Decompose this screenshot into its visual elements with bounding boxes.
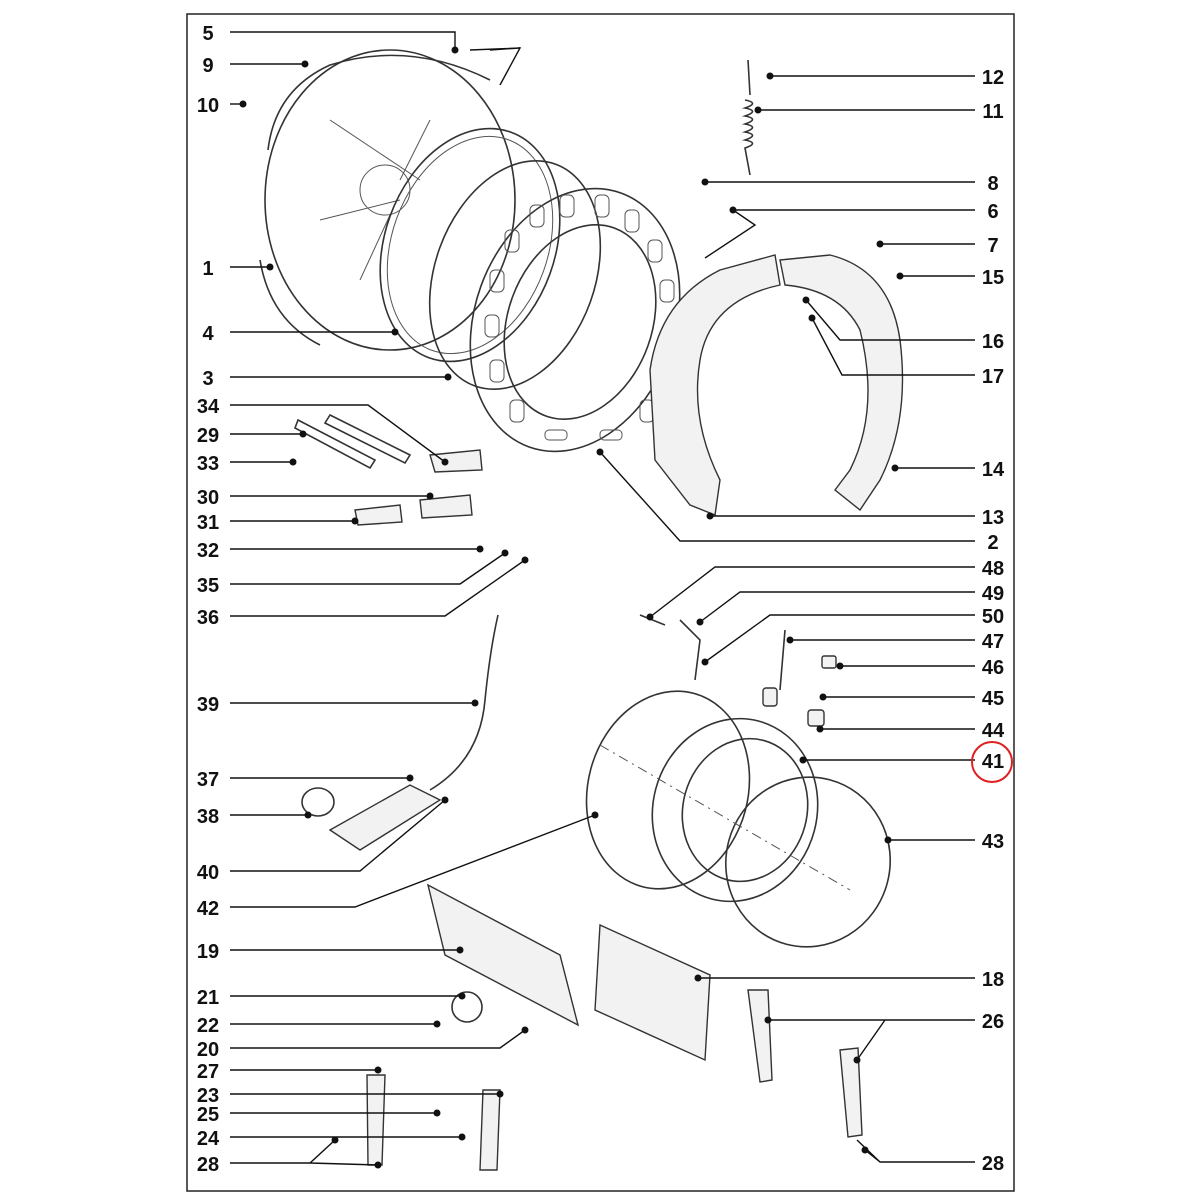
part-label-30: 30 <box>197 487 219 509</box>
part-label-41: 41 <box>982 751 1004 773</box>
part-label-48: 48 <box>982 558 1004 580</box>
part-label-33: 33 <box>197 453 219 475</box>
part-label-14: 14 <box>982 459 1005 481</box>
leader-dots <box>239 46 904 1169</box>
part-label-36: 36 <box>197 607 219 629</box>
part-label-42: 42 <box>197 898 219 920</box>
part-label-23: 23 <box>197 1085 219 1107</box>
part-label-27: 27 <box>197 1061 219 1083</box>
part-label-18: 18 <box>982 969 1004 991</box>
part-label-47: 47 <box>982 631 1004 653</box>
part-label-39: 39 <box>197 694 219 716</box>
part-label-9: 9 <box>202 55 213 77</box>
part-label-2: 2 <box>987 532 998 554</box>
part-label-29: 29 <box>197 425 219 447</box>
part-label-17: 17 <box>982 366 1004 388</box>
part-label-32: 32 <box>197 540 219 562</box>
part-label-7: 7 <box>987 235 998 257</box>
diagram-frame <box>186 13 1015 1192</box>
part-label-46: 46 <box>982 657 1004 679</box>
part-label-6: 6 <box>987 201 998 223</box>
drum-assembly-drawing <box>259 49 904 1171</box>
part-label-49: 49 <box>982 583 1004 605</box>
part-label-50: 50 <box>982 606 1004 628</box>
part-label-20: 20 <box>197 1039 219 1061</box>
part-label-24: 24 <box>197 1128 220 1150</box>
part-label-43: 43 <box>982 831 1004 853</box>
part-label-8: 8 <box>987 173 998 195</box>
part-label-11: 11 <box>982 101 1003 123</box>
part-label-37: 37 <box>197 769 219 791</box>
part-label-40: 40 <box>197 862 219 884</box>
right-part-labels: 12 11 8 6 7 15 16 17 14 13 2 48 49 50 47… <box>982 67 1005 1175</box>
part-label-26: 26 <box>982 1011 1004 1033</box>
part-label-35: 35 <box>197 575 219 597</box>
part-label-1: 1 <box>202 258 213 280</box>
part-label-28-left: 28 <box>197 1154 219 1176</box>
part-label-34: 34 <box>197 396 220 418</box>
part-label-31: 31 <box>197 512 219 534</box>
part-label-5: 5 <box>202 23 213 45</box>
part-label-22: 22 <box>197 1015 219 1037</box>
part-label-3: 3 <box>202 368 213 390</box>
part-label-45: 45 <box>982 688 1004 710</box>
highlight-circle-part-41 <box>971 741 1013 783</box>
part-label-4: 4 <box>202 323 214 345</box>
part-label-19: 19 <box>197 941 219 963</box>
part-label-15: 15 <box>982 267 1004 289</box>
part-label-44: 44 <box>982 720 1005 742</box>
leader-lines <box>230 31 975 1166</box>
part-label-16: 16 <box>982 331 1004 353</box>
part-label-38: 38 <box>197 806 219 828</box>
part-label-25: 25 <box>197 1104 219 1126</box>
part-label-21: 21 <box>197 987 219 1009</box>
part-label-28-right: 28 <box>982 1153 1004 1175</box>
part-label-10: 10 <box>197 95 219 117</box>
part-label-13: 13 <box>982 507 1004 529</box>
left-part-labels: 5 9 10 1 4 3 34 29 33 30 31 32 35 36 39 … <box>197 23 220 1176</box>
part-label-12: 12 <box>982 67 1004 89</box>
